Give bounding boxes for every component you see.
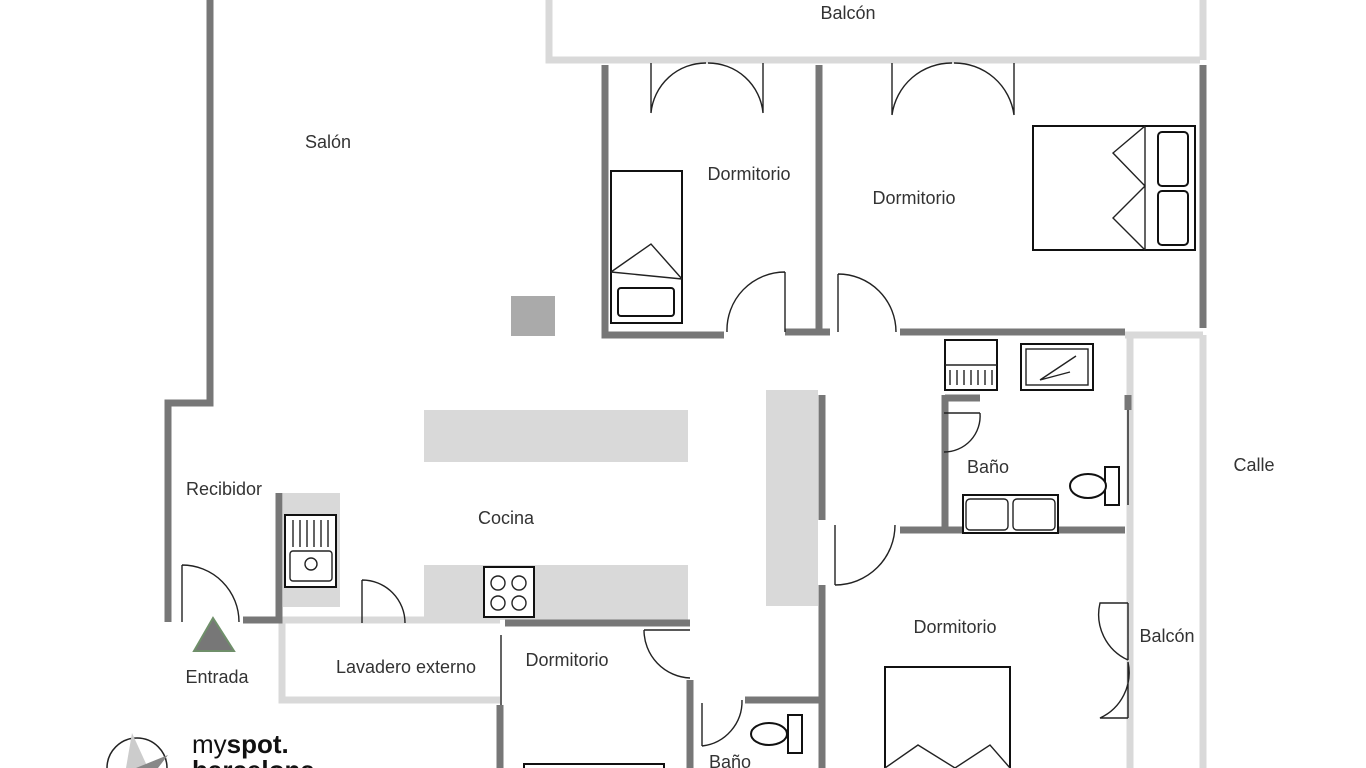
door-dorm2 — [837, 273, 897, 333]
entrance-marker-icon — [192, 616, 236, 652]
kitchen-island — [766, 390, 818, 606]
door-lavadero — [361, 579, 406, 624]
doors — [181, 62, 1130, 747]
fixtures — [284, 125, 1196, 768]
door-entrada — [181, 564, 240, 623]
room-label-recibidor: Recibidor — [186, 479, 262, 499]
room-label-balcon: Balcón — [820, 3, 875, 23]
room-label-entrada: Entrada — [185, 667, 249, 687]
stove-icon — [483, 566, 535, 618]
room-label-dormitorio: Dormitorio — [707, 164, 790, 184]
door-balcon — [1097, 602, 1130, 719]
bed-double-icon — [1032, 125, 1196, 251]
room-label-bano: Baño — [967, 457, 1009, 477]
room-label-dormitorio: Dormitorio — [872, 188, 955, 208]
logo-text: myspot. — [192, 729, 289, 759]
door-dorm4 — [834, 524, 896, 586]
room-label-calle: Calle — [1233, 455, 1274, 475]
room-label-bano: Baño — [709, 752, 751, 768]
logo: myspot. barcelona — [106, 729, 315, 768]
bed-double-icon-2 — [884, 666, 1011, 768]
bed-single-icon — [610, 170, 683, 324]
shower-icon — [1020, 343, 1094, 391]
door-bano2 — [701, 699, 743, 747]
column — [511, 296, 555, 336]
room-label-balcon: Balcón — [1139, 626, 1194, 646]
room-label-salon: Salón — [305, 132, 351, 152]
room-label-lavadero: Lavadero externo — [336, 657, 476, 677]
double-sink-icon — [962, 494, 1059, 534]
kitchen-counter-bottom — [424, 565, 688, 620]
room-label-cocina: Cocina — [478, 508, 535, 528]
door-bano1 — [943, 412, 981, 453]
room-label-dormitorio: Dormitorio — [525, 650, 608, 670]
compass-icon — [106, 737, 168, 768]
double-door-dorm1 — [650, 62, 764, 114]
radiator-icon — [944, 339, 998, 391]
counters — [283, 296, 818, 620]
logo-text-2: barcelona — [192, 755, 315, 768]
dark-walls — [164, 0, 1207, 768]
sink-icon — [284, 514, 337, 588]
door-dorm1 — [726, 271, 786, 333]
room-label-dormitorio: Dormitorio — [913, 617, 996, 637]
double-door-dorm2 — [891, 62, 1015, 116]
bed-single-icon-2 — [523, 763, 665, 768]
kitchen-counter-top — [424, 410, 688, 462]
toilet-icon — [1069, 466, 1120, 506]
toilet-icon-2 — [750, 714, 803, 754]
door-dorm3 — [643, 629, 691, 679]
